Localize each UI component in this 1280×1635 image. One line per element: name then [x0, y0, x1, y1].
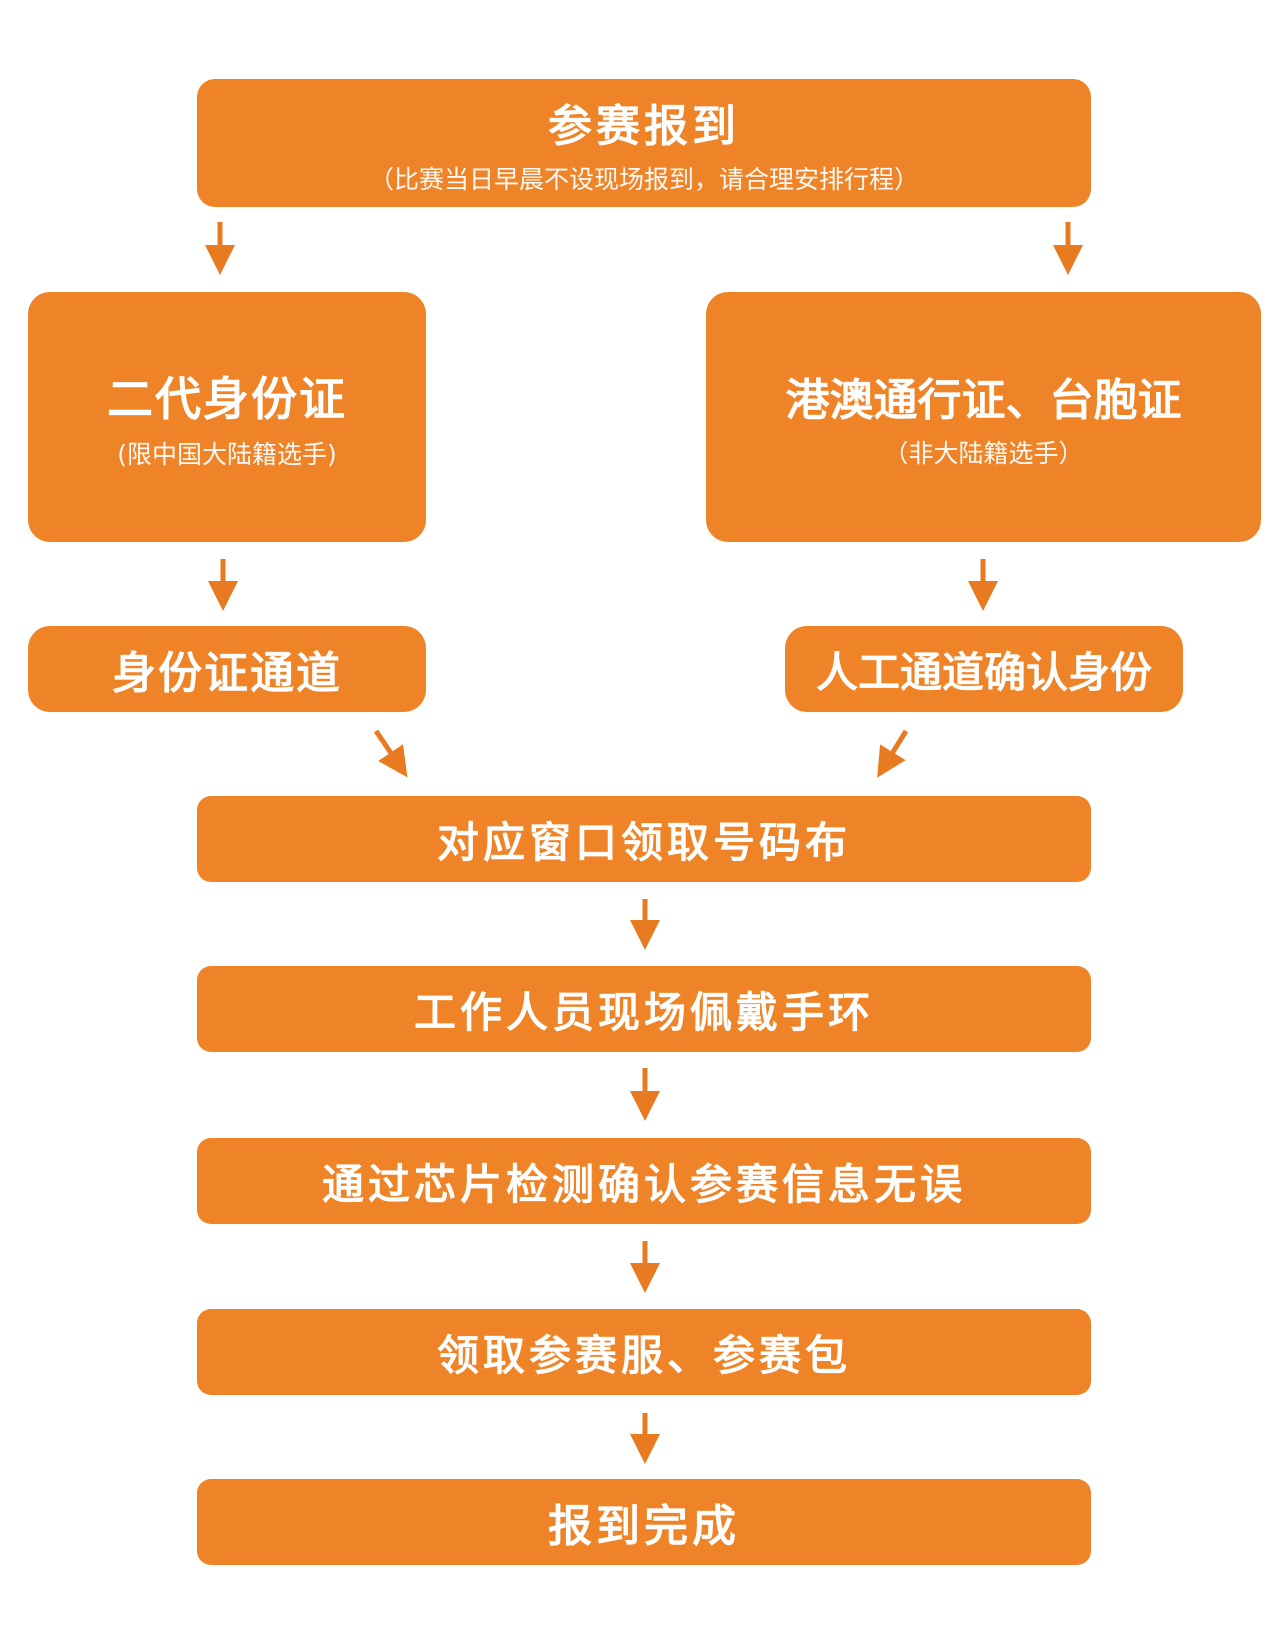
- step-note: （比赛当日早晨不设现场报到，请合理安排行程）: [368, 165, 919, 194]
- step-title: 对应窗口领取号码布: [436, 817, 851, 867]
- step-id-card: 二代身份证 (限中国大陆籍选手): [28, 292, 426, 542]
- step-bib: 对应窗口领取号码布: [197, 796, 1091, 882]
- step-title: 报到完成: [548, 1501, 740, 1552]
- step-title: 身份证通道: [112, 648, 342, 699]
- arrow-diagonal-icon: [373, 729, 408, 778]
- step-title: 工作人员现场佩戴手环: [413, 987, 874, 1037]
- arrow-diagonal-icon: [877, 729, 909, 778]
- step-done: 报到完成: [197, 1479, 1091, 1565]
- step-title: 二代身份证: [107, 372, 347, 426]
- step-note: (限中国大陆籍选手): [117, 440, 337, 469]
- step-permit: 港澳通行证、台胞证 （非大陆籍选手）: [706, 292, 1261, 542]
- step-manual-channel: 人工通道确认身份: [785, 626, 1183, 712]
- step-note: （非大陆籍选手）: [883, 439, 1084, 468]
- step-id-channel: 身份证通道: [28, 626, 426, 712]
- step-checkin: 参赛报到 （比赛当日早晨不设现场报到，请合理安排行程）: [197, 79, 1091, 207]
- step-title: 通过芯片检测确认参赛信息无误: [321, 1159, 966, 1209]
- step-title: 人工通道确认身份: [815, 647, 1152, 697]
- step-wristband: 工作人员现场佩戴手环: [197, 966, 1091, 1052]
- step-title: 港澳通行证、台胞证: [785, 375, 1182, 426]
- step-title: 参赛报到: [548, 101, 740, 152]
- step-kit: 领取参赛服、参赛包: [197, 1309, 1091, 1395]
- step-chip: 通过芯片检测确认参赛信息无误: [197, 1138, 1091, 1224]
- step-title: 领取参赛服、参赛包: [436, 1330, 851, 1380]
